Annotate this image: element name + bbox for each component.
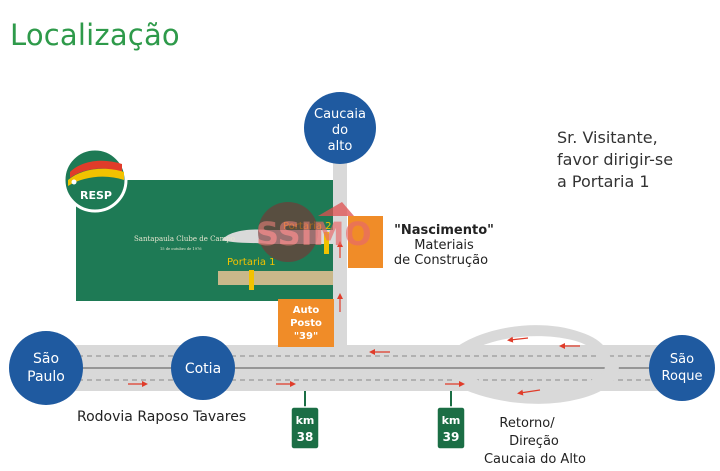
club-signage-name: Santapaula Clube de Campo (134, 235, 235, 243)
retorno-loop-arrow-top (507, 336, 529, 343)
club-road-portaria-1 (218, 271, 335, 285)
watermark-roof (318, 202, 354, 216)
resp-logo-dot (71, 179, 77, 185)
city-caucaia-circle (304, 92, 376, 164)
city-sao-paulo-line-1: São (33, 351, 59, 367)
gate-2-marker (324, 232, 329, 254)
retorno-line-1: Retorno/ (499, 416, 555, 431)
city-sao-roque-line-2: Roque (662, 369, 703, 384)
nascimento-building (348, 216, 383, 268)
km-sign-38: km 38 (290, 391, 320, 450)
watermark-disc (258, 202, 318, 262)
retorno-loop-arrow (517, 389, 541, 396)
auto-posto-line-2: Posto (290, 318, 322, 329)
city-sao-paulo-circle (9, 331, 83, 405)
km-sign-38-number: 38 (297, 430, 314, 444)
visitor-note-line-1: Sr. Visitante, (557, 128, 658, 147)
visitor-note-line-3: a Portaria 1 (557, 172, 650, 191)
km-sign-39: km 39 (436, 391, 466, 450)
resp-logo-text: RESP (80, 189, 112, 202)
city-cotia: Cotia (171, 336, 235, 400)
city-caucaia-do-alto: Caucaia do alto (304, 92, 376, 164)
gate-1-label: Portaria 1 (227, 257, 276, 268)
page-title: Localização (10, 18, 180, 52)
auto-posto-line-1: Auto (293, 305, 320, 316)
resp-logo-yellow-stripe (68, 168, 124, 186)
city-caucaia-line-1: Caucaia (314, 107, 366, 122)
auto-posto-line-3: "39" (294, 331, 318, 342)
city-sao-roque-circle (649, 335, 715, 401)
watermark: SSIMO (256, 202, 372, 262)
watermark-text: SSIMO (256, 215, 372, 253)
resp-logo: RESP (62, 147, 128, 213)
visitor-note: Sr. Visitante, favor dirigir-se a Portar… (557, 127, 673, 193)
km-sign-39-board (436, 406, 466, 450)
km-sign-39-number: 39 (443, 430, 460, 444)
road-name: Rodovia Raposo Tavares (77, 409, 246, 425)
city-cotia-label: Cotia (185, 361, 221, 377)
city-cotia-circle (171, 336, 235, 400)
gate-1-marker (249, 270, 254, 290)
retorno-loop-inner (452, 365, 619, 404)
city-sao-paulo-line-2: Paulo (27, 369, 65, 385)
auto-posto-box (278, 299, 334, 347)
city-sao-roque-line-1: São (670, 352, 694, 367)
city-caucaia-line-3: alto (328, 139, 353, 154)
km-sign-39-prefix: km (442, 414, 461, 427)
city-sao-roque: São Roque (649, 335, 715, 401)
nascimento-line-1: Materiais (414, 238, 474, 253)
retorno-loop (450, 325, 612, 366)
km-sign-38-prefix: km (296, 414, 315, 427)
city-sao-paulo: São Paulo (9, 331, 83, 405)
nascimento-name: "Nascimento" (394, 223, 494, 238)
club-signage-subtitle: 15 de outubro de 1976 (160, 247, 202, 251)
visitor-note-line-2: favor dirigir-se (557, 150, 674, 169)
city-caucaia-line-2: do (332, 123, 348, 138)
retorno-line-2: Direção (509, 434, 559, 449)
km-sign-38-board (290, 406, 320, 450)
retorno-line-3: Caucaia do Alto (484, 452, 586, 467)
nascimento-line-2: de Construção (394, 253, 488, 268)
resp-logo-red-stripe (70, 160, 122, 178)
